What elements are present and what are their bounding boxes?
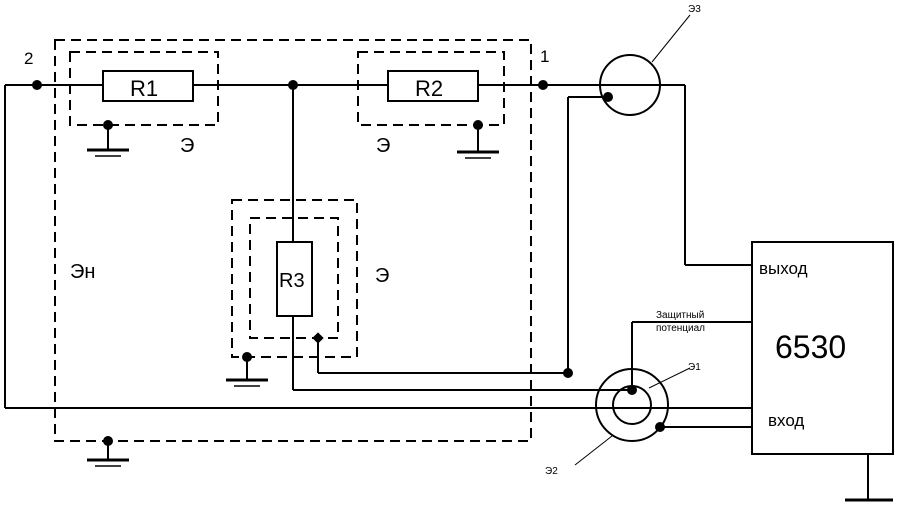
e3-shield-circle	[599, 54, 661, 116]
r2-label: R2	[415, 76, 443, 101]
r1-label: R1	[130, 76, 158, 101]
junction-r3-inner-shield	[312, 332, 324, 344]
junction-r1-shield	[103, 120, 113, 130]
e3-label: Э3	[688, 4, 701, 15]
r1-shield-boundary	[69, 51, 219, 126]
instrument-model-label: 6530	[775, 329, 846, 365]
outer-shield-boundary	[54, 39, 532, 442]
e2-label: Э2	[545, 466, 558, 477]
r1-shield-label: Э	[180, 135, 194, 157]
junction-e3-inner	[603, 92, 613, 102]
junction-node1	[538, 80, 548, 90]
e3-leader-line	[651, 14, 691, 63]
guard-label-line1: Защитный	[656, 310, 704, 321]
e2-leader-line	[574, 435, 613, 466]
junction-r3-shield	[242, 352, 252, 362]
r2-shield-label: Э	[376, 135, 390, 157]
guard-label-line2: потенциал	[656, 323, 705, 334]
node2-label: 2	[24, 49, 33, 68]
e2-shield-circle	[595, 368, 669, 442]
junction-guard	[563, 368, 573, 378]
junction-node2	[32, 80, 42, 90]
outer-shield-label: Эн	[70, 261, 95, 283]
node1-label: 1	[540, 47, 549, 66]
r2-resistor	[387, 70, 479, 102]
junction-r3-top	[288, 80, 298, 90]
instrument-box	[751, 241, 894, 455]
junction-r2-shield	[473, 120, 483, 130]
r1-resistor	[102, 70, 194, 102]
instrument-output-label: выход	[759, 259, 808, 278]
r3-label: R3	[279, 270, 305, 292]
e1-label: Э1	[688, 362, 701, 373]
r3-shield-label: Э	[375, 265, 389, 287]
instrument-input-label: вход	[768, 411, 804, 430]
junction-e1	[627, 385, 637, 395]
r2-shield-boundary	[357, 51, 505, 126]
junction-e2	[655, 422, 665, 432]
r3-resistor	[276, 241, 313, 317]
r3-outer-shield-boundary	[231, 199, 358, 358]
e1-leader-line	[648, 367, 691, 389]
r3-inner-shield-boundary	[249, 217, 339, 339]
junction-outer-shield	[103, 436, 113, 446]
